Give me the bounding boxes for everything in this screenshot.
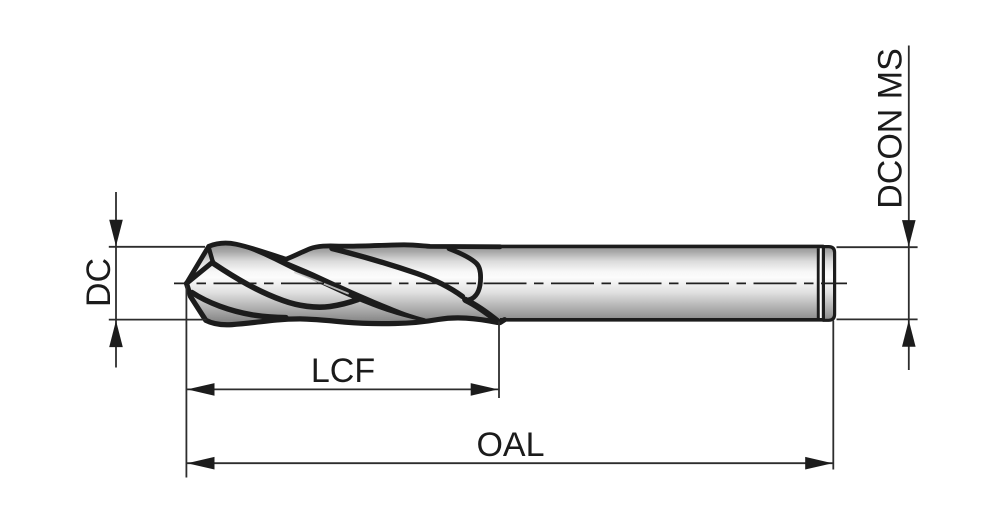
dcon-arrow-top xyxy=(902,220,916,247)
flute-runout-exit xyxy=(462,296,502,326)
drill-illustration xyxy=(174,240,847,328)
dc-arrow-top xyxy=(109,219,123,247)
label-oal: OAL xyxy=(476,426,544,464)
label-dc: DC xyxy=(80,258,118,307)
flute-spiral-second xyxy=(329,245,466,300)
dimension-dc xyxy=(108,192,207,368)
oal-arrow-right xyxy=(805,456,833,470)
point-facet-edge-lower xyxy=(184,259,216,286)
flute-spiral-band xyxy=(230,243,426,321)
dc-arrow-bottom xyxy=(109,320,123,348)
dimension-labels: DC DCON MS LCF OAL xyxy=(80,48,910,464)
dimension-dcon-ms xyxy=(836,45,918,370)
dcon-arrow-bottom xyxy=(902,320,916,347)
lcf-arrow-right xyxy=(470,383,498,396)
drill-bottom-outline xyxy=(183,280,508,328)
label-dcon-ms: DCON MS xyxy=(872,48,910,209)
dimension-annotations xyxy=(108,45,918,478)
label-lcf: LCF xyxy=(311,352,375,390)
cutting-lip-curve xyxy=(189,289,289,321)
dimension-lcf xyxy=(185,285,500,478)
lcf-arrow-left xyxy=(187,383,215,396)
dimension-oal xyxy=(186,320,835,470)
oal-arrow-left xyxy=(187,456,215,470)
